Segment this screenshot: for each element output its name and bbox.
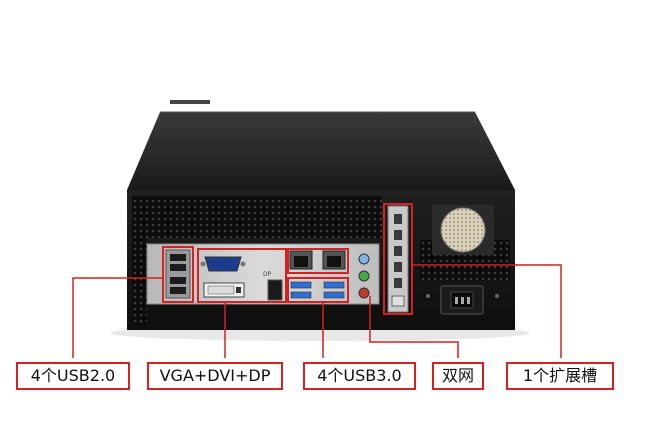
- usb2-port-stack: [165, 249, 191, 299]
- displayport-port: DP: [263, 271, 283, 301]
- brand-strip: [170, 100, 210, 104]
- label-usb2: 4个USB2.0: [16, 362, 130, 390]
- callout-highlights: [162, 203, 413, 315]
- usb3-ports: [290, 281, 345, 299]
- label-dual-lan: 双网: [432, 362, 484, 390]
- audio-jacks: [358, 253, 370, 299]
- power-socket-icon: [426, 285, 499, 315]
- label-expansion-slot: 1个扩展槽: [506, 362, 614, 390]
- label-video-outputs: VGA+DVI+DP: [147, 362, 283, 390]
- chassis-top: [127, 112, 515, 190]
- dvi-port: [203, 282, 245, 298]
- label-usb3: 4个USB3.0: [303, 362, 416, 390]
- callout-leaders: [72, 264, 562, 358]
- expansion-slot: [387, 205, 409, 313]
- lan-ports: [289, 250, 346, 270]
- svg-text:DP: DP: [263, 271, 272, 278]
- vent-grille: [132, 196, 382, 238]
- fan-grille-icon: [432, 205, 494, 255]
- vga-port: [200, 256, 246, 272]
